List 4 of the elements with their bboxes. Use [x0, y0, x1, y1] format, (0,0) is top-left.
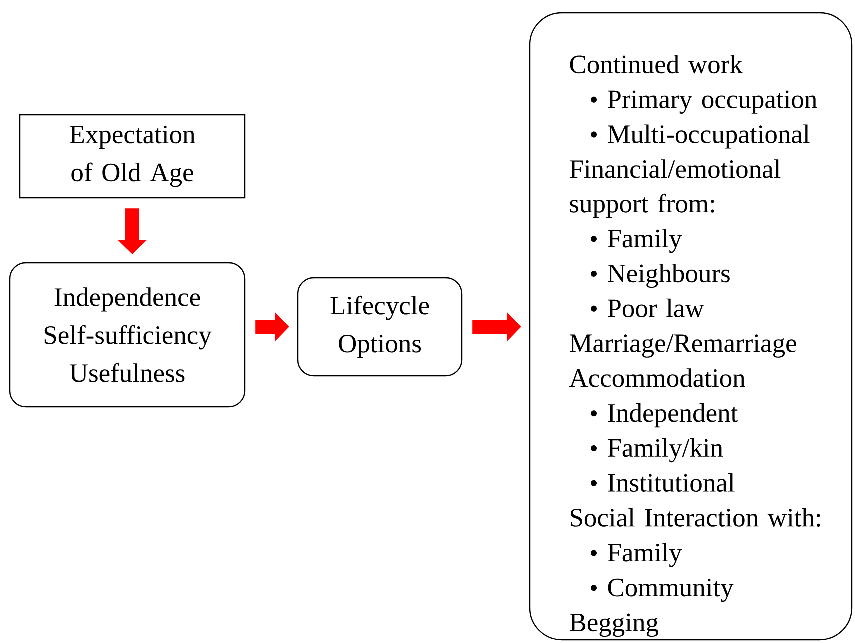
options-box: Continued work Primary occupation Multi-occupational Financial/emotional support from: Family Neighbours Poor law Marriage/Remarriage Accommodation Independent Family/kin Institutional Social Interaction with: Family Community Begging — [529, 12, 853, 641]
process-box: Independence Self-sufficiency Usefulness — [9, 262, 246, 408]
process-box: Expectation of Old Age — [19, 114, 246, 199]
process-box: Lifecycle Options — [297, 277, 463, 377]
